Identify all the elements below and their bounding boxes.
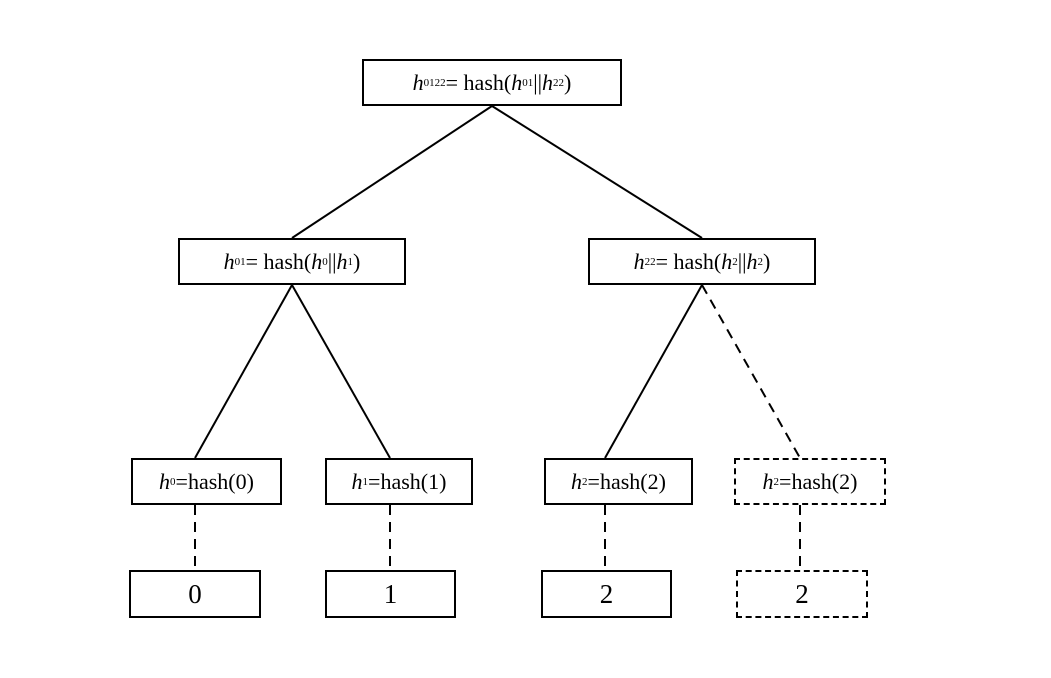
node-h22-right-var: h	[746, 248, 758, 274]
node-h2-expr: =hash(2)	[587, 468, 666, 494]
node-h01-hash-var: h	[223, 248, 235, 274]
node-h2-duplicate-var: h	[762, 468, 774, 494]
data-leaf-1: 1	[325, 570, 456, 618]
node-h01-left-var: h	[311, 248, 323, 274]
node-h2-duplicate-expr: =hash(2)	[779, 468, 858, 494]
node-h22-left-var: h	[721, 248, 733, 274]
node-h01-close: )	[353, 248, 361, 274]
node-h01-sep: ||	[327, 248, 337, 274]
data-leaf-0: 0	[129, 570, 261, 618]
node-h22-sep: ||	[737, 248, 747, 274]
node-h2-var: h	[571, 468, 583, 494]
node-h22-close: )	[763, 248, 771, 274]
data-leaf-2: 2	[541, 570, 672, 618]
node-h01-right-var: h	[336, 248, 348, 274]
edge-n22-h2	[604, 284, 703, 459]
node-root-op: = hash(	[445, 69, 512, 95]
data-leaf-2-duplicate: 2	[736, 570, 868, 618]
node-h1-expr: =hash(1)	[368, 468, 447, 494]
node-h0-expr: =hash(0)	[175, 468, 254, 494]
node-root-right-var: h	[542, 69, 554, 95]
edge-root-n22	[491, 105, 703, 239]
node-h1-var: h	[351, 468, 363, 494]
node-h22-hash-var: h	[633, 248, 645, 274]
edge-n22-h2dup	[701, 284, 801, 459]
node-root-hash-var: h	[412, 69, 424, 95]
node-h22-op: = hash(	[655, 248, 722, 274]
edge-n01-h1	[291, 284, 391, 459]
node-root-sep: ||	[533, 69, 543, 95]
node-root-close: )	[564, 69, 572, 95]
node-h0-var: h	[159, 468, 171, 494]
node-root-left-var: h	[511, 69, 523, 95]
edge-n01-h0	[194, 284, 293, 459]
node-h01-op: = hash(	[245, 248, 312, 274]
edge-root-n01	[291, 105, 493, 239]
